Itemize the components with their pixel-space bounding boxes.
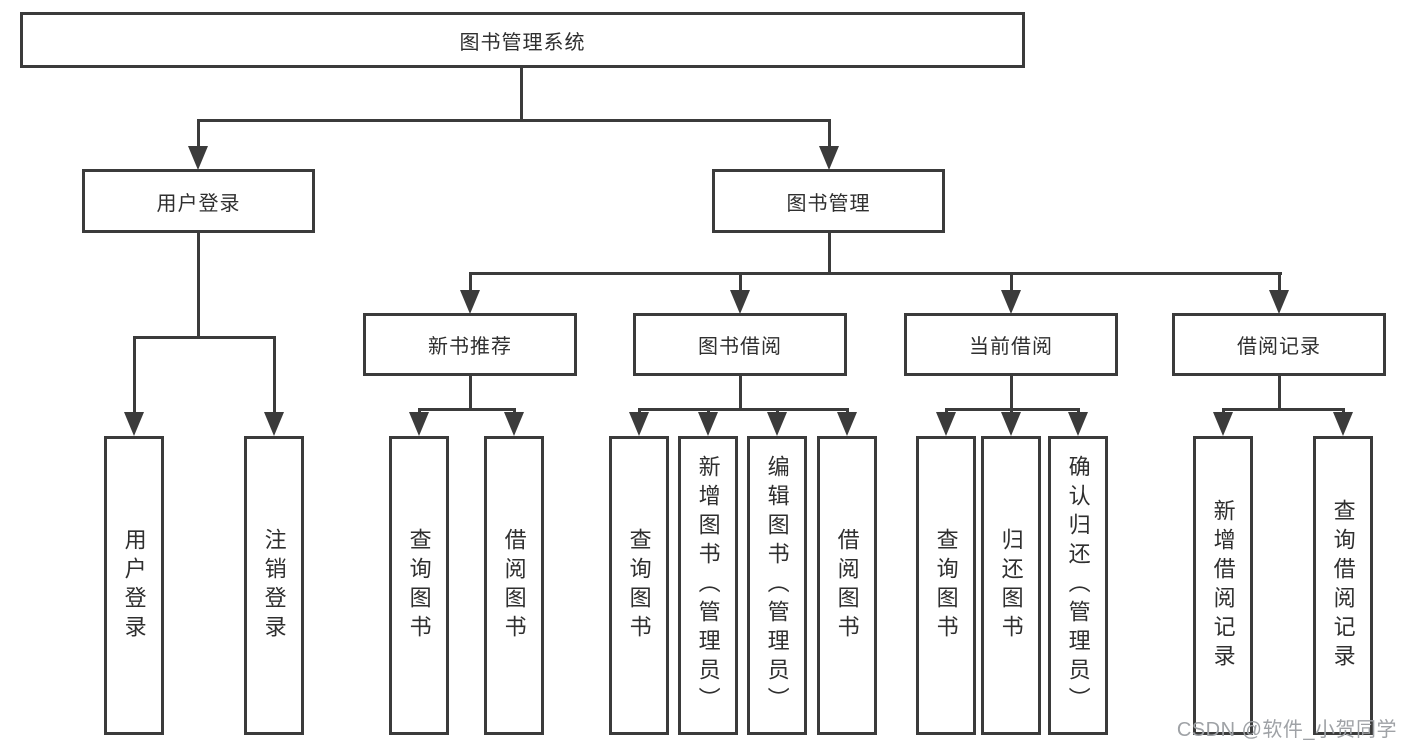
leaf-query-books-1: 查询图书 xyxy=(389,436,449,735)
node-label: 借阅图书 xyxy=(834,527,860,644)
connector-line xyxy=(738,373,742,411)
node-book-management-system: 图书管理系统 xyxy=(20,12,1025,68)
arrow-down-icon xyxy=(188,146,208,170)
leaf-add-books-admin: 新增图书（管理员） xyxy=(678,436,738,735)
arrow-down-icon xyxy=(936,412,956,436)
connector-line xyxy=(417,408,516,411)
arrow-down-icon xyxy=(1068,412,1088,436)
connector-line xyxy=(738,272,742,292)
arrow-down-icon xyxy=(264,412,284,436)
node-label: 当前借阅 xyxy=(969,336,1053,358)
arrow-down-icon xyxy=(819,146,839,170)
leaf-borrow-books-1: 借阅图书 xyxy=(484,436,544,735)
connector-line xyxy=(468,373,472,411)
connector-line xyxy=(1277,272,1281,292)
node-label: 新增图书（管理员） xyxy=(695,455,721,716)
connector-line xyxy=(827,231,831,275)
node-label: 确认归还（管理员） xyxy=(1065,455,1091,716)
node-label: 查询图书 xyxy=(626,527,652,644)
connector-line xyxy=(132,336,276,339)
leaf-confirm-return-admin: 确认归还（管理员） xyxy=(1048,436,1108,735)
arrow-down-icon xyxy=(698,412,718,436)
node-label: 注销登录 xyxy=(261,527,287,644)
node-label: 借阅图书 xyxy=(501,527,527,644)
arrow-down-icon xyxy=(629,412,649,436)
arrow-down-icon xyxy=(460,290,480,314)
leaf-return-books: 归还图书 xyxy=(981,436,1041,735)
connector-line xyxy=(468,272,1282,275)
node-current-borrowing: 当前借阅 xyxy=(904,313,1118,376)
arrow-down-icon xyxy=(1001,290,1021,314)
connector-line xyxy=(1009,272,1013,292)
connector-line xyxy=(196,119,831,122)
node-label: 图书管理 xyxy=(786,192,871,215)
leaf-user-login: 用户登录 xyxy=(104,436,164,735)
node-label: 归还图书 xyxy=(998,527,1024,644)
arrow-down-icon xyxy=(730,290,750,314)
connector-line xyxy=(1009,373,1013,411)
connector-line xyxy=(519,65,523,122)
arrow-down-icon xyxy=(124,412,144,436)
arrow-down-icon xyxy=(837,412,857,436)
leaf-borrow-books-2: 借阅图书 xyxy=(817,436,877,735)
node-label: 用户登录 xyxy=(156,192,241,215)
node-label: 新增借阅记录 xyxy=(1210,498,1236,673)
connector-line xyxy=(132,336,136,415)
connector-line xyxy=(468,272,472,292)
connector-line xyxy=(1277,373,1281,411)
leaf-add-borrow-record: 新增借阅记录 xyxy=(1193,436,1253,735)
connector-line xyxy=(827,119,831,149)
arrow-down-icon xyxy=(1001,412,1021,436)
node-label: 新书推荐 xyxy=(428,336,512,358)
arrow-down-icon xyxy=(1333,412,1353,436)
leaf-query-books-2: 查询图书 xyxy=(609,436,669,735)
connector-line xyxy=(197,231,200,338)
leaf-edit-books-admin: 编辑图书（管理员） xyxy=(747,436,807,735)
node-label: 查询图书 xyxy=(933,527,959,644)
node-user-login-branch: 用户登录 xyxy=(82,169,315,233)
node-label: 图书借阅 xyxy=(698,336,782,358)
leaf-query-borrow-record: 查询借阅记录 xyxy=(1313,436,1373,735)
node-book-borrowing: 图书借阅 xyxy=(633,313,847,376)
leaf-query-books-3: 查询图书 xyxy=(916,436,976,735)
node-label: 查询借阅记录 xyxy=(1330,498,1356,673)
arrow-down-icon xyxy=(409,412,429,436)
node-borrowing-records: 借阅记录 xyxy=(1172,313,1386,376)
node-new-book-recommendation: 新书推荐 xyxy=(363,313,577,376)
connector-line xyxy=(272,336,276,415)
node-label: 图书管理系统 xyxy=(459,31,586,54)
connector-line xyxy=(196,119,200,149)
leaf-logout: 注销登录 xyxy=(244,436,304,735)
arrow-down-icon xyxy=(767,412,787,436)
arrow-down-icon xyxy=(1269,290,1289,314)
connector-line xyxy=(1221,408,1345,411)
node-label: 编辑图书（管理员） xyxy=(764,455,790,716)
node-book-management-branch: 图书管理 xyxy=(712,169,945,233)
arrow-down-icon xyxy=(1213,412,1233,436)
connector-line xyxy=(637,408,849,411)
csdn-watermark: CSDN @软件_小贺同学 xyxy=(1176,719,1397,741)
node-label: 查询图书 xyxy=(406,527,432,644)
node-label: 借阅记录 xyxy=(1237,336,1321,358)
arrow-down-icon xyxy=(504,412,524,436)
node-label: 用户登录 xyxy=(121,527,147,644)
